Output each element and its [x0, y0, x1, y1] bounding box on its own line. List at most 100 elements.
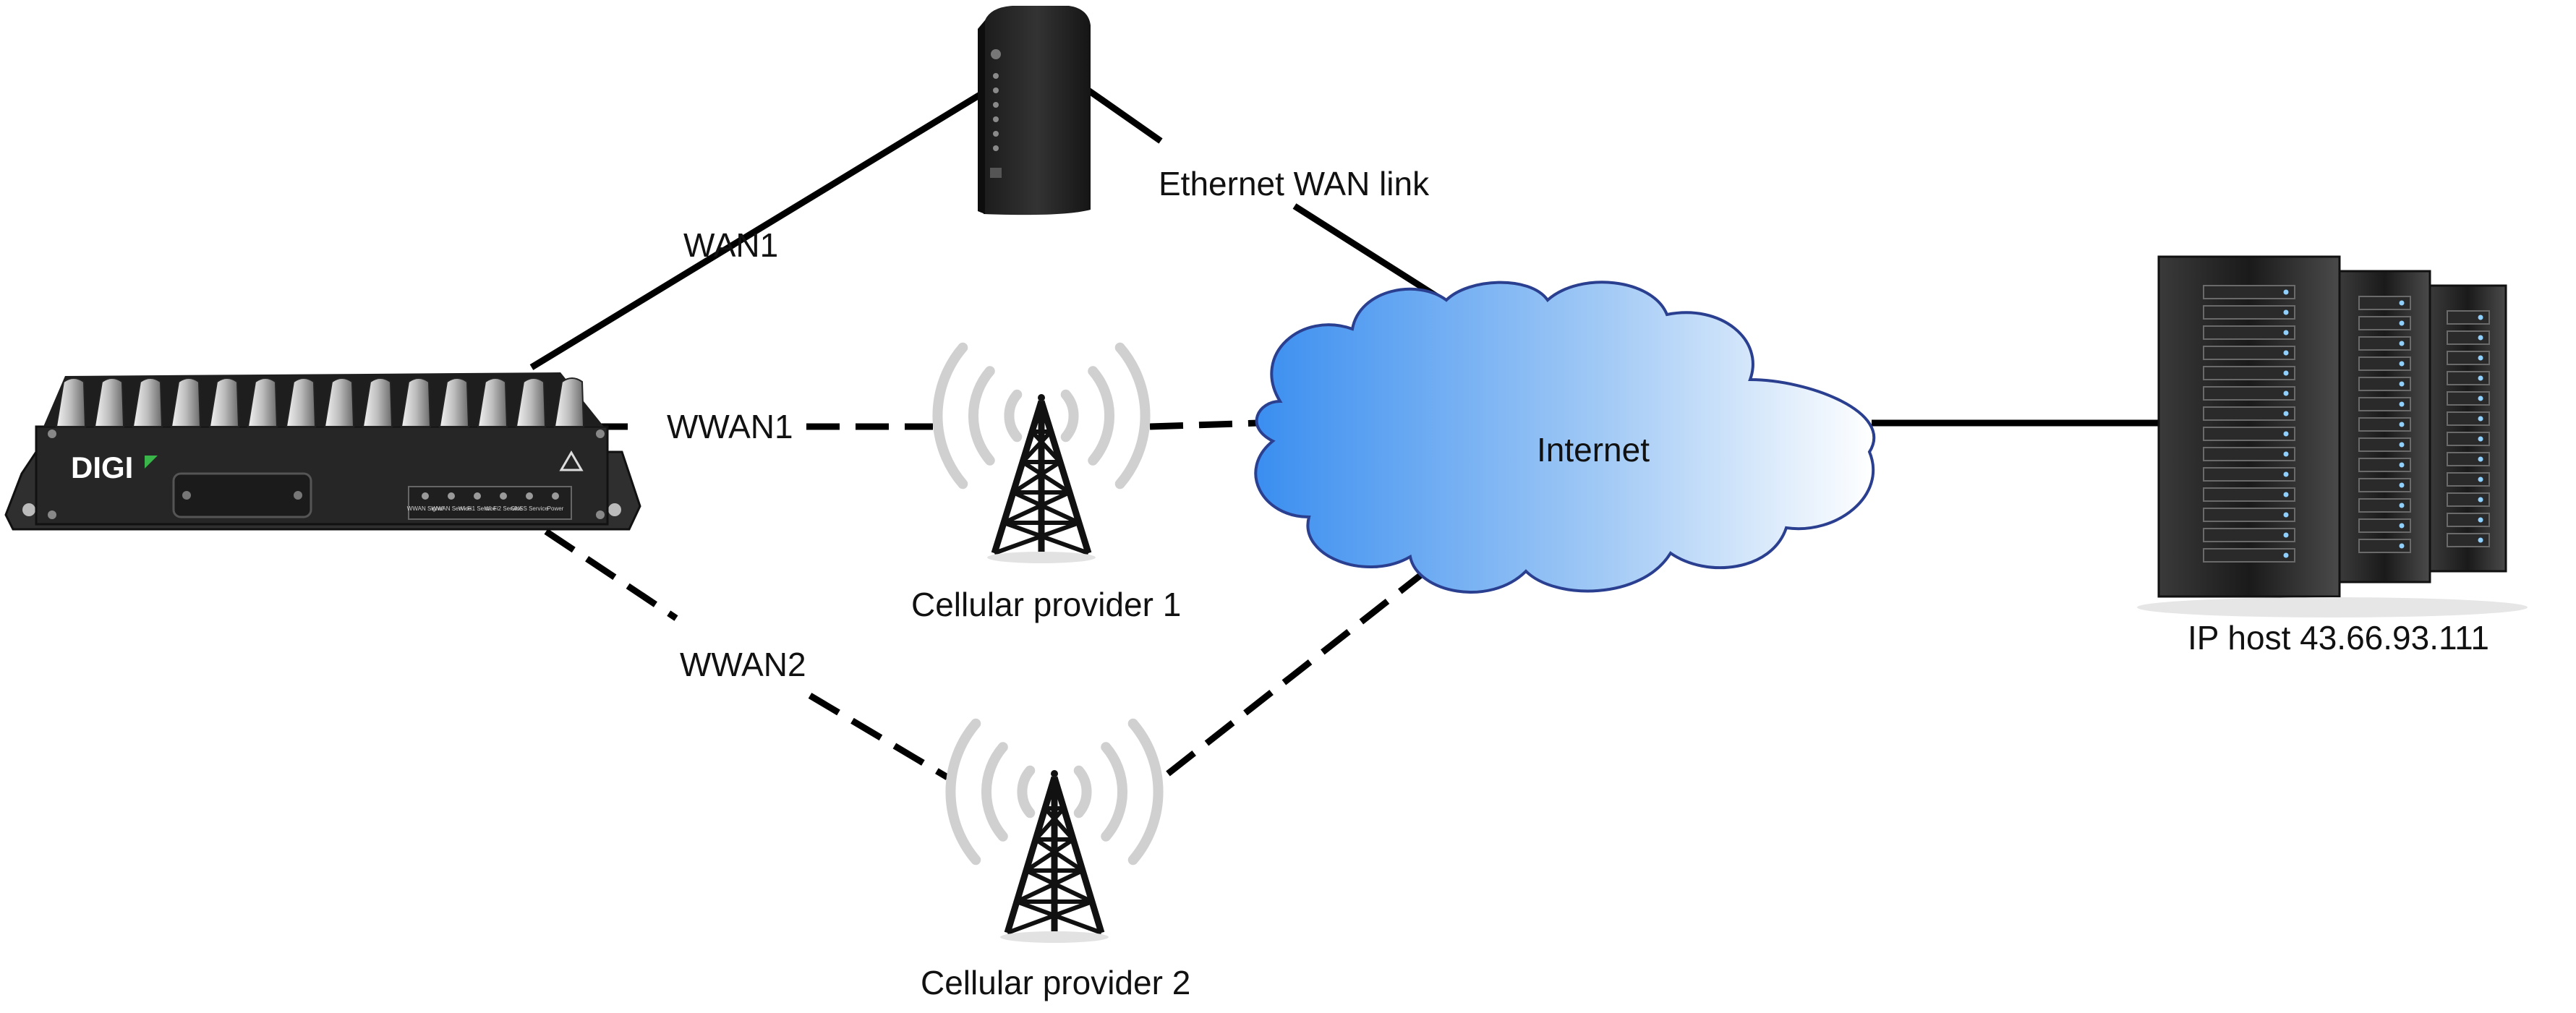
- server-led: [2399, 462, 2405, 468]
- wwan2-link-left: [544, 529, 678, 621]
- server-led: [2283, 532, 2289, 538]
- modem-leds: [993, 73, 999, 151]
- signal-wave: [1101, 742, 1127, 842]
- server-unit: [2203, 366, 2295, 380]
- server-unit: [2447, 452, 2490, 466]
- router-led: [552, 492, 559, 500]
- server-led: [2399, 320, 2405, 326]
- server-racks: [2137, 255, 2528, 617]
- server-unit: [2203, 325, 2295, 340]
- server-led: [2478, 497, 2483, 503]
- label-wwan2: WWAN2: [680, 646, 806, 683]
- router-front-panel: [172, 472, 312, 518]
- router-led: [526, 492, 533, 500]
- warning-icon: [559, 450, 584, 471]
- label-cellular-provider-1: Cellular provider 1: [911, 586, 1181, 623]
- server-unit: [2447, 310, 2490, 325]
- server-led: [2283, 309, 2289, 315]
- server-led: [2399, 422, 2405, 427]
- router-fin: [553, 377, 585, 427]
- tower-shadow: [987, 552, 1096, 563]
- signal-wave: [1004, 389, 1023, 443]
- tower-frame: [1004, 776, 1105, 934]
- cellular-tower-2: [945, 718, 1164, 943]
- wwan1-link-right: [1149, 419, 1259, 430]
- router-fin: [323, 377, 355, 427]
- server-led: [2283, 370, 2289, 376]
- router-fin: [55, 377, 87, 427]
- server-led: [2283, 471, 2289, 477]
- server-unit: [2203, 285, 2295, 299]
- server-led: [2478, 375, 2483, 381]
- server-unit: [2358, 296, 2411, 310]
- server-led: [2399, 401, 2405, 407]
- server-unit: [2447, 533, 2490, 547]
- server-led: [2399, 543, 2405, 549]
- router-led-label: Power: [547, 505, 564, 512]
- server-unit: [2358, 336, 2411, 351]
- label-internet: Internet: [1537, 431, 1650, 469]
- server-unit: [2447, 513, 2490, 527]
- router-led-panel: [408, 486, 572, 520]
- server-led: [2283, 552, 2289, 558]
- tower-antenna-tip: [1038, 394, 1045, 401]
- router-brand-logo: DIGI: [71, 450, 133, 484]
- connections: [529, 87, 2159, 780]
- server-unit: [2203, 346, 2295, 360]
- server-unit: [2358, 498, 2411, 513]
- router-cooling-fins: [55, 377, 585, 427]
- server-led: [2478, 355, 2483, 361]
- internet-cloud: [1254, 281, 1876, 594]
- server-unit: [2203, 447, 2295, 461]
- server-led: [2399, 523, 2405, 529]
- server-unit: [2447, 330, 2490, 345]
- server-unit: [2358, 518, 2411, 533]
- server-unit: [2358, 377, 2411, 391]
- server-unit: [2358, 417, 2411, 432]
- ethernet-wan-link-lower: [1292, 203, 1441, 301]
- server-led: [2478, 517, 2483, 523]
- server-unit: [2358, 458, 2411, 472]
- server-unit: [2447, 351, 2490, 365]
- server-unit: [2447, 411, 2490, 426]
- server-led: [2283, 512, 2289, 518]
- router-led-label: Wi-Fi2 Service: [485, 505, 523, 512]
- server-led: [2283, 431, 2289, 437]
- tower-antenna-tip: [1051, 770, 1058, 777]
- router-led-label: WWAN Service: [432, 505, 472, 512]
- server-unit: [2203, 508, 2295, 522]
- server-unit: [2203, 487, 2295, 502]
- signal-wave: [1017, 765, 1036, 818]
- tower-bracing: [1006, 806, 1103, 935]
- label-wwan1: WWAN1: [667, 408, 793, 445]
- router-fin: [170, 377, 202, 427]
- server-led: [2478, 436, 2483, 442]
- router-fin: [515, 377, 547, 427]
- server-led: [2399, 341, 2405, 346]
- wwan2-link-right: [808, 693, 950, 780]
- label-wan1: WAN1: [683, 226, 778, 264]
- server-led: [2399, 300, 2405, 306]
- server-led: [2283, 350, 2289, 356]
- router-fin: [438, 377, 470, 427]
- router-fin: [477, 377, 508, 427]
- label-ip-host: IP host 43.66.93.111: [2188, 619, 2489, 657]
- router-fin: [132, 377, 163, 427]
- server-unit: [2447, 472, 2490, 487]
- server-unit: [2203, 406, 2295, 421]
- server-unit: [2358, 356, 2411, 371]
- server-led: [2478, 396, 2483, 401]
- router-fin: [208, 377, 240, 427]
- server-led: [2478, 476, 2483, 482]
- server-led: [2283, 289, 2289, 295]
- server-rack-3: [2428, 284, 2507, 573]
- router-led: [422, 492, 429, 500]
- server-led: [2399, 503, 2405, 508]
- signal-wave: [945, 718, 981, 865]
- server-unit: [2203, 386, 2295, 401]
- router-led-label: WWAN Signal: [407, 505, 444, 512]
- cellular-tower-1: [932, 342, 1151, 563]
- server-led: [2478, 537, 2483, 543]
